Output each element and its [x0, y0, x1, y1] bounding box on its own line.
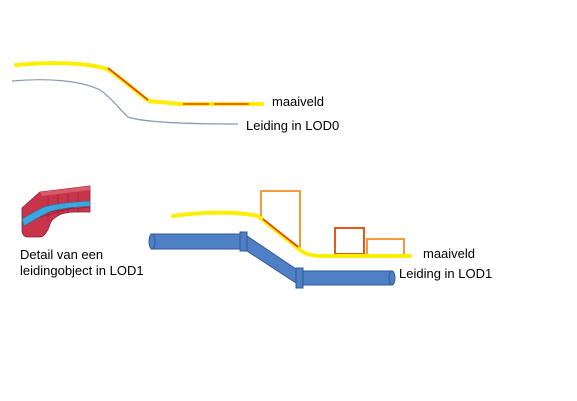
- bottom-pipe-lod1: [148, 231, 396, 289]
- bottom-orange-slope-box: [260, 190, 301, 251]
- pipe-end-cap-right: [388, 270, 396, 286]
- pipe-segment-left: [150, 233, 244, 250]
- pipe-end-cap-left: [148, 233, 156, 250]
- detail-caption-line2: leidingobject in LOD1: [20, 263, 144, 278]
- bottom-ground-surface-line: [171, 210, 412, 258]
- detail-pipe-object-icon: [21, 185, 91, 238]
- pipe-flange-2: [295, 267, 304, 289]
- bottom-surface-label: maaiveld: [423, 246, 476, 261]
- bottom-pipe-label: Leiding in LOD1: [399, 266, 493, 281]
- bottom-red-slope-segment: [262, 218, 299, 248]
- pipe-segment-right: [302, 270, 393, 286]
- bottom-red-box: [334, 227, 365, 255]
- top-red-slope-segment: [107, 67, 149, 101]
- bottom-orange-box: [366, 238, 405, 256]
- detail-caption-line1: Detail van een: [20, 247, 104, 262]
- pipe-flange-1: [239, 231, 248, 252]
- top-surface-label: maaiveld: [272, 94, 325, 109]
- top-ground-surface-line: [14, 61, 264, 106]
- top-pipe-line-lod0: [11, 79, 239, 125]
- top-pipe-label: Leiding in LOD0: [246, 118, 340, 133]
